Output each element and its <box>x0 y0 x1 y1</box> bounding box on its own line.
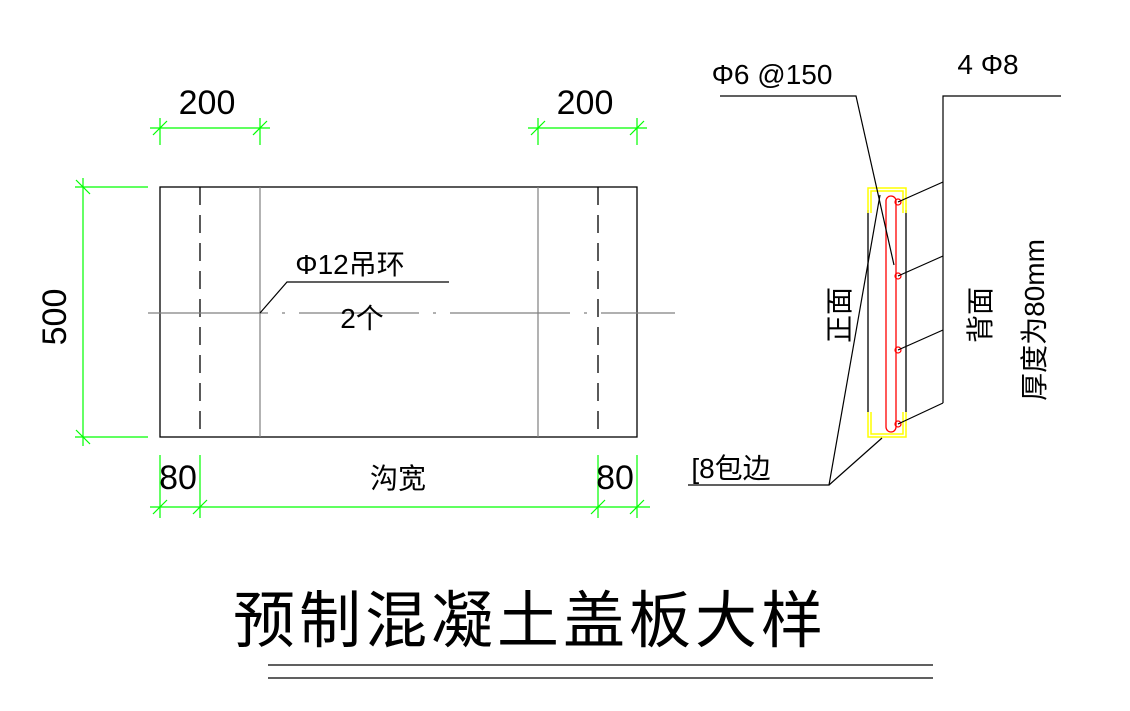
channel-steel-edge <box>867 187 907 438</box>
dim-right-width: 200 <box>557 84 614 122</box>
main-rebars <box>894 198 902 428</box>
section-view: Φ6 @150 4 Φ8 [8包边 正面 背面 厚度为80mm <box>688 49 1061 486</box>
stirrup-rebar <box>885 195 897 433</box>
dim-trench-width: 沟宽 <box>370 463 426 494</box>
bottom-dimension <box>150 455 650 518</box>
edge-steel-label: [8包边 <box>691 453 770 484</box>
dim-left-width: 200 <box>179 84 236 122</box>
lifting-ring-count: 2个 <box>340 303 384 334</box>
back-face-label: 背面 <box>965 287 996 343</box>
lifting-ring-leader <box>259 281 449 314</box>
thickness-label: 厚度为80mm <box>1019 239 1050 401</box>
plan-view: 200 200 500 80 沟宽 80 Φ12吊环 2个 <box>36 84 675 518</box>
dim-bottom-right: 80 <box>596 459 634 497</box>
top-dimensions <box>150 118 647 145</box>
stirrup-label: Φ6 @150 <box>712 59 833 90</box>
dim-bottom-left: 80 <box>159 459 197 497</box>
left-dimension <box>75 178 148 446</box>
dim-height: 500 <box>36 289 74 346</box>
slab-outline <box>159 186 638 438</box>
lifting-ring-label: Φ12吊环 <box>295 249 405 280</box>
main-bar-label: 4 Φ8 <box>957 49 1018 80</box>
front-face-label: 正面 <box>824 287 855 343</box>
drawing-title: 预制混凝土盖板大样 <box>233 587 827 656</box>
section-leaders <box>688 95 1061 486</box>
